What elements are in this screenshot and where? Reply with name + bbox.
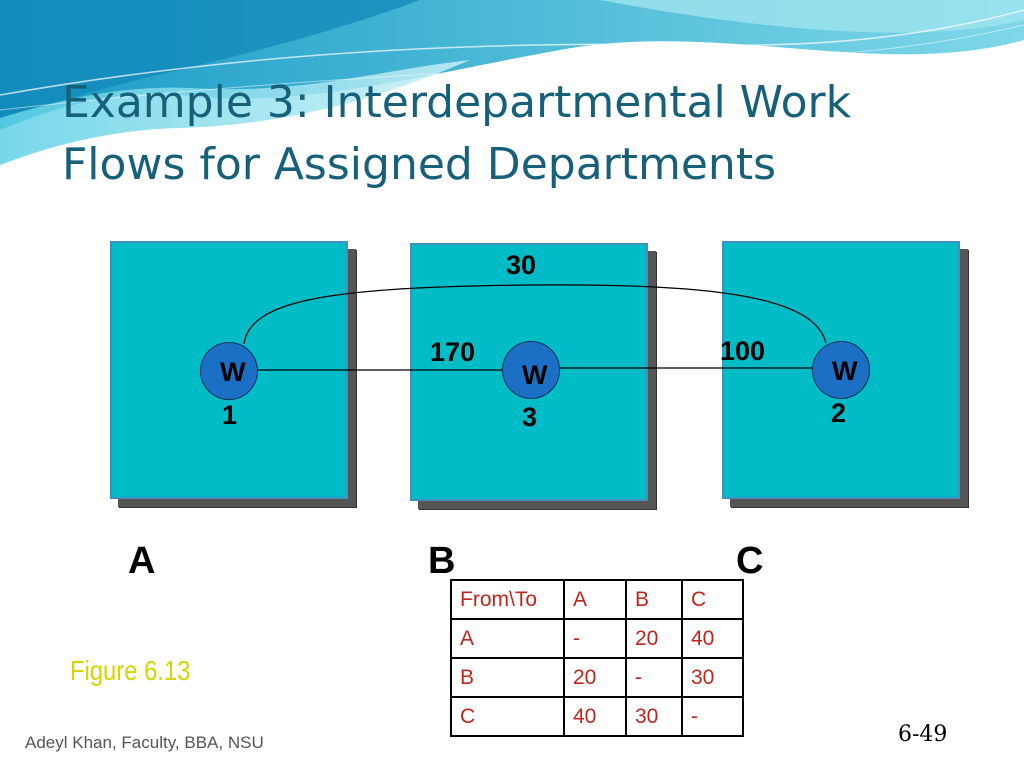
table-cell: B xyxy=(450,657,565,698)
table-cell: - xyxy=(625,657,683,698)
table-cell: C xyxy=(450,696,565,737)
workcenter-w1-circle xyxy=(200,342,258,400)
table-row: C 40 30 - xyxy=(450,696,744,737)
table-cell: - xyxy=(563,618,627,659)
table-header-cell: B xyxy=(625,579,683,620)
department-c-label: C xyxy=(736,540,764,582)
workcenter-w1-label-bottom: 1 xyxy=(222,400,238,430)
workcenter-w3-label-bottom: 3 xyxy=(522,402,538,432)
department-a-label: A xyxy=(128,540,156,582)
header-wave-decoration xyxy=(0,0,1024,165)
footer-author: Adeyl Khan, Faculty, BBA, NSU xyxy=(25,733,264,752)
department-b-label: B xyxy=(428,540,456,582)
table-header-row: From\To A B C xyxy=(450,579,744,620)
table-cell: - xyxy=(681,696,744,737)
workcenter-w2-circle xyxy=(812,341,870,399)
table-cell: 30 xyxy=(625,696,683,737)
flow-value-w1-w3: 170 xyxy=(430,337,476,367)
flow-value-w1-w2: 30 xyxy=(506,250,537,280)
table-row: A - 20 40 xyxy=(450,618,744,659)
slide-title: Example 3: Interdepartmental Work Flows … xyxy=(62,77,852,190)
table-cell: 20 xyxy=(625,618,683,659)
workcenter-w3-label-top: W xyxy=(522,360,548,390)
figure-caption: Figure 6.13 xyxy=(70,655,191,686)
table-cell: 40 xyxy=(563,696,627,737)
flow-table: From\To A B C A - 20 40 B 20 - 30 C 40 3… xyxy=(450,579,744,737)
table-header-cell: A xyxy=(563,579,627,620)
workcenter-w3-circle xyxy=(502,341,560,399)
table-header-cell: From\To xyxy=(450,579,565,620)
flow-value-w3-w2: 100 xyxy=(720,336,766,366)
workcenter-w1-label-top: W xyxy=(220,357,246,387)
table-header-cell: C xyxy=(681,579,744,620)
workcenter-w2-label-bottom: 2 xyxy=(831,398,847,428)
table-cell: 40 xyxy=(681,618,744,659)
table-row: B 20 - 30 xyxy=(450,657,744,698)
page-number: 6-49 xyxy=(898,722,948,747)
table-cell: 20 xyxy=(563,657,627,698)
department-c-box xyxy=(722,241,960,499)
workcenter-w2-label-top: W xyxy=(832,356,858,386)
table-cell: A xyxy=(450,618,565,659)
flow-arc-w1-w2 xyxy=(243,284,827,345)
table-cell: 30 xyxy=(681,657,744,698)
